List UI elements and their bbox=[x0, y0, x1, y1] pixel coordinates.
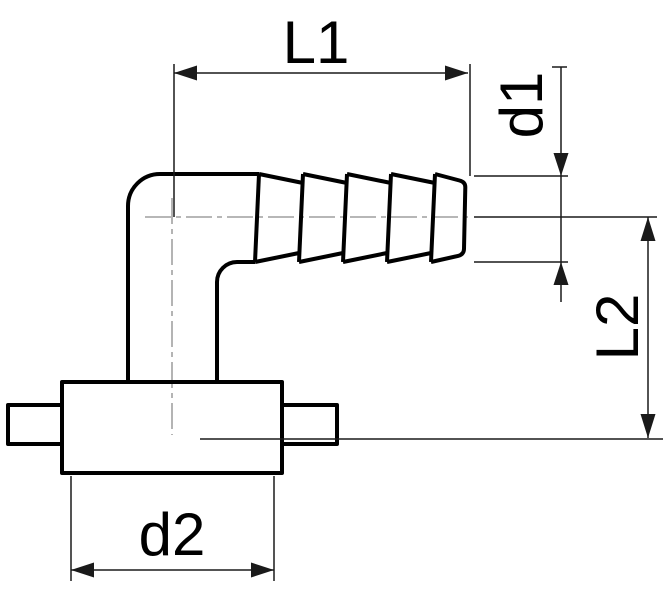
d2-arrow-left-icon bbox=[71, 562, 94, 578]
dimension-lines-group bbox=[70, 64, 663, 581]
left-side-stub bbox=[6, 403, 64, 446]
d2-arrow-right-icon bbox=[251, 562, 274, 578]
barb-tip bbox=[430, 172, 468, 264]
d2-label: d2 bbox=[139, 501, 206, 568]
arrowheads-group bbox=[71, 65, 656, 578]
dimension-labels-group: L1 d1 L2 d2 bbox=[139, 9, 651, 568]
l1-arrow-right-icon bbox=[445, 65, 468, 81]
right-side-stub bbox=[280, 403, 339, 446]
l1-arrow-left-icon bbox=[174, 65, 197, 81]
d1-label: d1 bbox=[488, 72, 555, 139]
l2-arrow-bottom-icon bbox=[640, 414, 656, 438]
centerlines-group bbox=[145, 198, 470, 435]
part-outline-group bbox=[6, 172, 468, 475]
d1-arrow-top-icon bbox=[553, 153, 569, 176]
l2-arrow-top-icon bbox=[640, 217, 656, 241]
barb-serrations bbox=[253, 172, 437, 264]
elbow-inner-contour bbox=[215, 260, 255, 382]
d1-arrow-bottom-icon bbox=[553, 262, 569, 285]
l1-label: L1 bbox=[283, 9, 350, 76]
elbow-outer-contour bbox=[126, 172, 259, 382]
l2-label: L2 bbox=[584, 294, 651, 361]
